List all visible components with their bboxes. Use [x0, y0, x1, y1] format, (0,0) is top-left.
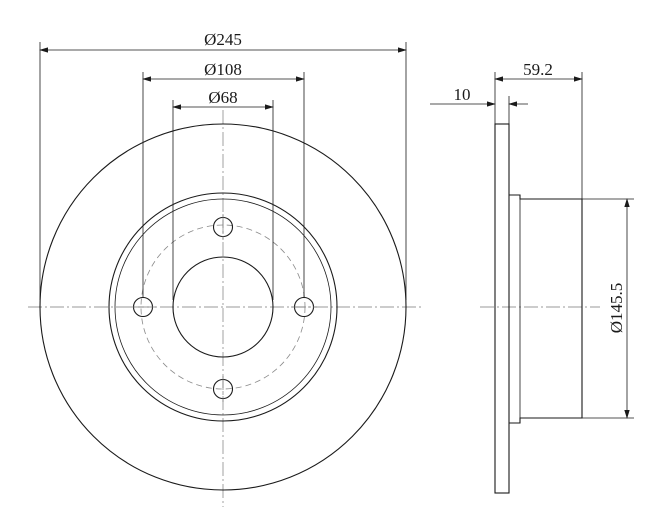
side-view: 59.2 10 Ø145.5 [430, 60, 634, 494]
center-bore [172, 256, 274, 358]
dim-label-bolt-circle: Ø108 [204, 60, 242, 79]
dim-label-center-bore: Ø68 [208, 88, 237, 107]
outer-disc-edge [39, 123, 407, 491]
dim-label-disc-thickness: 10 [454, 85, 471, 104]
dim-label-hat-diameter: Ø145.5 [607, 283, 626, 334]
hat-inner-edge [114, 198, 332, 416]
disc-friction-ring [494, 123, 510, 494]
dim-label-outer-diameter: Ø245 [204, 30, 242, 49]
front-view: Ø245 Ø108 Ø68 [28, 30, 422, 507]
hat-outer-edge [108, 192, 338, 422]
hat-section [509, 194, 583, 424]
dim-label-overall-height: 59.2 [523, 60, 553, 79]
